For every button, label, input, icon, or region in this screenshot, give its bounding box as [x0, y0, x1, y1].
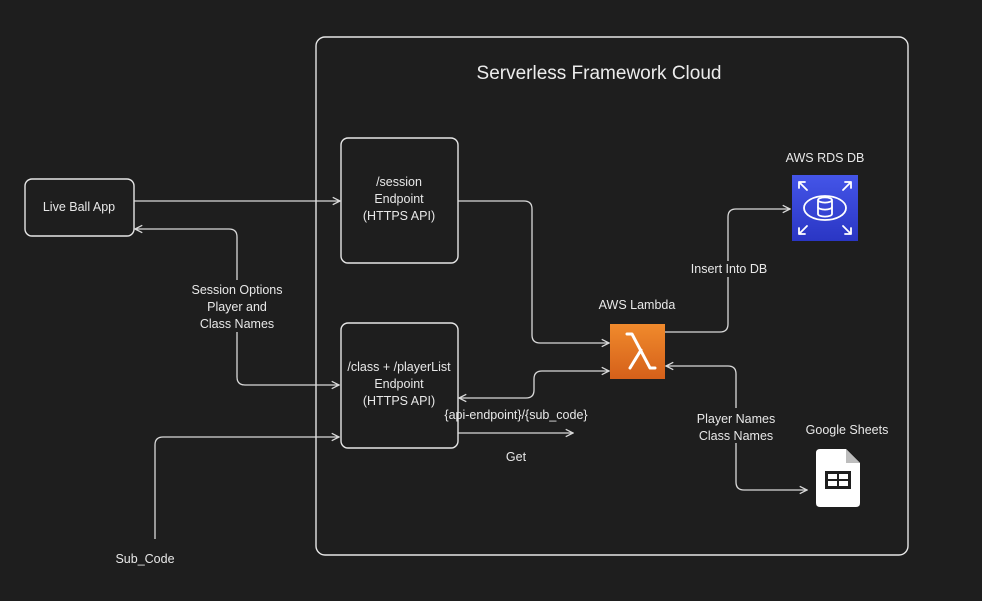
class-names-label: Class Names [699, 429, 773, 443]
insert-into-db-label: Insert Into DB [691, 262, 767, 276]
session-options-label-line-2: Player and [207, 300, 267, 314]
session-to-lambda-arrow [458, 200, 609, 343]
class-lambda-bidirectional-arrow [459, 371, 609, 398]
session-endpoint-line-2: Endpoint [374, 192, 424, 206]
player-names-label: Player Names [697, 412, 776, 426]
class-endpoint-line-1: /class + /playerList [347, 360, 451, 374]
google-sheets-label: Google Sheets [806, 423, 889, 437]
class-endpoint-line-2: Endpoint [374, 377, 424, 391]
live-ball-app-node [24, 178, 135, 237]
session-endpoint-line-1: /session [376, 175, 422, 189]
rds-database-icon [792, 175, 858, 241]
live-ball-app-label: Live Ball App [43, 200, 115, 214]
class-endpoint-node [340, 322, 459, 449]
session-endpoint-line-3: (HTTPS API) [363, 209, 435, 223]
api-endpoint-label: {api-endpoint}/{sub_code} [444, 408, 587, 422]
aws-lambda-label: AWS Lambda [599, 298, 676, 312]
get-label: Get [506, 450, 527, 464]
cloud-title: Serverless Framework Cloud [477, 63, 722, 84]
session-options-label-line-3: Class Names [200, 317, 274, 331]
aws-rds-label: AWS RDS DB [786, 151, 865, 165]
lambda-icon [610, 324, 665, 379]
subcode-to-class-arrow [154, 437, 339, 539]
class-endpoint-line-3: (HTTPS API) [363, 394, 435, 408]
session-options-label-line-1: Session Options [191, 283, 282, 297]
google-sheets-icon [816, 449, 860, 507]
sub-code-label: Sub_Code [115, 552, 174, 566]
